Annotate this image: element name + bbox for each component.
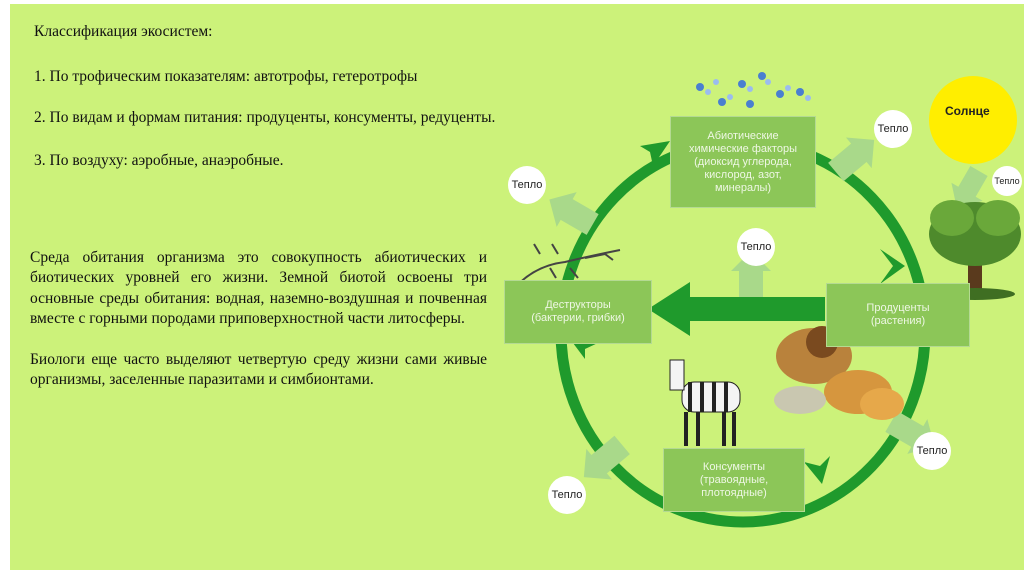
classification-item-2: 2. По видам и формам питания: продуценты…	[34, 109, 496, 126]
decomposers-subtitle: (бактерии, грибки)	[531, 312, 625, 324]
abiotic-line-5: минералы)	[714, 181, 772, 194]
consumers-title: Консументы	[702, 460, 766, 473]
molecules-icon	[696, 72, 811, 108]
abiotic-line-4: кислород, азот,	[704, 168, 782, 181]
consumers-line-2: (травоядные,	[699, 473, 769, 486]
arrow-head-to-abiotic	[640, 141, 670, 166]
abiotic-line-2: химические факторы	[689, 142, 797, 155]
heat-label-far-right: Тепло	[992, 166, 1022, 196]
fourth-habitat-paragraph: Биологи еще часто выделяют четвертую сре…	[30, 350, 487, 389]
decomposers-title: Деструкторы	[545, 299, 611, 311]
heat-label-bottom-left: Тепло	[548, 476, 586, 514]
producers-box: Продуценты (растения)	[826, 283, 970, 347]
classification-title: Классификация экосистем:	[34, 23, 213, 40]
heat-label-left-top: Тепло	[508, 166, 546, 204]
heat-label-top-right: Тепло	[874, 110, 912, 148]
classification-item-3: 3. По воздуху: аэробные, анаэробные.	[34, 152, 284, 169]
arrow-head-to-decomposers	[570, 339, 600, 359]
abiotic-line-3: (диоксид углерода,	[694, 155, 792, 168]
abiotic-line-1: Абиотические	[707, 129, 779, 142]
producers-title: Продуценты	[866, 302, 930, 314]
heat-label-center: Тепло	[737, 228, 775, 266]
habitat-paragraph: Среда обитания организма это совокупност…	[30, 249, 487, 328]
slide: Классификация экосистем: 1. По трофическ…	[10, 4, 1024, 570]
abiotic-factors-box: Абиотические химические факторы (диоксид…	[670, 116, 816, 208]
producers-to-decomposers-arrow	[648, 282, 825, 336]
decomposers-box: Деструкторы (бактерии, грибки)	[504, 280, 652, 344]
producers-subtitle: (растения)	[870, 315, 926, 327]
consumers-line-3: плотоядные)	[701, 486, 767, 499]
arrow-head-to-producers	[880, 249, 905, 284]
habitat-text: Среда обитания организма это совокупност…	[30, 248, 487, 390]
sun-icon	[929, 76, 1017, 164]
sun-label: Солнце	[945, 104, 990, 118]
classification-item-1: 1. По трофическим показателям: автотрофы…	[34, 68, 418, 85]
arrow-head-to-consumers	[804, 456, 830, 484]
consumers-box: Консументы (травоядные, плотоядные)	[663, 448, 805, 512]
heat-label-bottom-right: Тепло	[913, 432, 951, 470]
zebra-icon	[669, 359, 741, 446]
